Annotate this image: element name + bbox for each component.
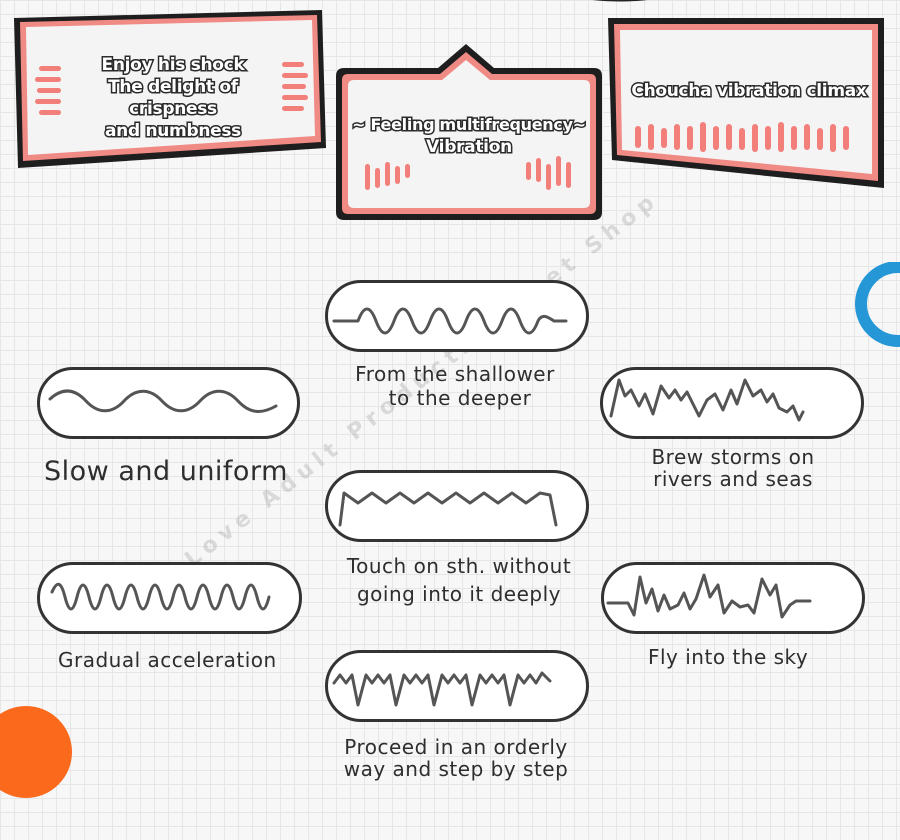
- card-shock-line-1: Enjoy his shock: [100, 54, 246, 77]
- card-shock-line-2: The delight of crispness: [107, 76, 240, 121]
- vibration-bars-left-icon: [365, 162, 410, 190]
- vibration-bars-right-icon: [526, 156, 571, 190]
- mode-shallower-deeper-line-2: to the deeper: [388, 386, 532, 410]
- mode-shallower-deeper-label: From the shallower to the deeper: [340, 362, 570, 410]
- mode-slow-uniform-graphic: [37, 367, 300, 439]
- mode-orderly-label: Proceed in an orderly way and step by st…: [330, 736, 582, 780]
- mode-storms-label: Brew storms on rivers and seas: [620, 446, 846, 490]
- burst-wave-icon: [332, 671, 552, 707]
- spike-wave-icon: [606, 573, 812, 619]
- vibration-bars-right-icon: [282, 62, 308, 111]
- step-wave-icon: [332, 307, 568, 335]
- card-multifrequency-line-2: Vibration: [425, 136, 514, 159]
- mode-gradual-acceleration-graphic: [37, 562, 302, 634]
- mode-touch-graphic: [325, 470, 589, 542]
- storm-wave-icon: [609, 378, 805, 422]
- vibration-bars-icon: [635, 122, 849, 152]
- mode-touch-label: Touch on sth. without going into it deep…: [334, 554, 584, 606]
- mode-gradual-acceleration-label: Gradual acceleration: [58, 648, 277, 672]
- mode-storms-graphic: [600, 367, 864, 439]
- card-climax-line-1: Choucha vibration climax: [630, 80, 869, 103]
- mode-orderly-line-2: way and step by step: [343, 757, 569, 781]
- card-shock-text: Enjoy his shock The delight of crispness…: [62, 54, 284, 143]
- mode-orderly-line-1: Proceed in an orderly: [344, 735, 568, 759]
- mode-shallower-deeper-line-1: From the shallower: [355, 362, 555, 386]
- mode-fly-graphic: [601, 562, 865, 634]
- sine-wave-icon: [48, 389, 278, 413]
- mode-fly-label: Fly into the sky: [648, 645, 809, 669]
- card-climax-text: Choucha vibration climax: [622, 80, 876, 103]
- blue-ring-decoration: [855, 262, 900, 347]
- mode-storms-line-1: Brew storms on: [651, 445, 815, 469]
- card-multifrequency-text: ~ Feeling multifrequency~ Vibration: [344, 114, 594, 159]
- mode-orderly-graphic: [325, 650, 589, 722]
- vibration-bars-left-icon: [35, 66, 61, 115]
- dense-wave-icon: [50, 582, 271, 611]
- mode-touch-line-1: Touch on sth. without: [346, 554, 572, 578]
- orange-dot-decoration: [0, 706, 72, 798]
- card-shock-line-3: and numbness: [103, 120, 242, 143]
- card-multifrequency-line-1: ~ Feeling multifrequency~: [351, 114, 588, 136]
- mode-touch-line-2: going into it deeply: [356, 582, 562, 606]
- mode-shallower-deeper-graphic: [325, 280, 589, 352]
- mode-storms-line-2: rivers and seas: [653, 467, 813, 491]
- zigzag-wave-icon: [338, 491, 558, 527]
- mode-slow-uniform-label: Slow and uniform: [44, 456, 288, 487]
